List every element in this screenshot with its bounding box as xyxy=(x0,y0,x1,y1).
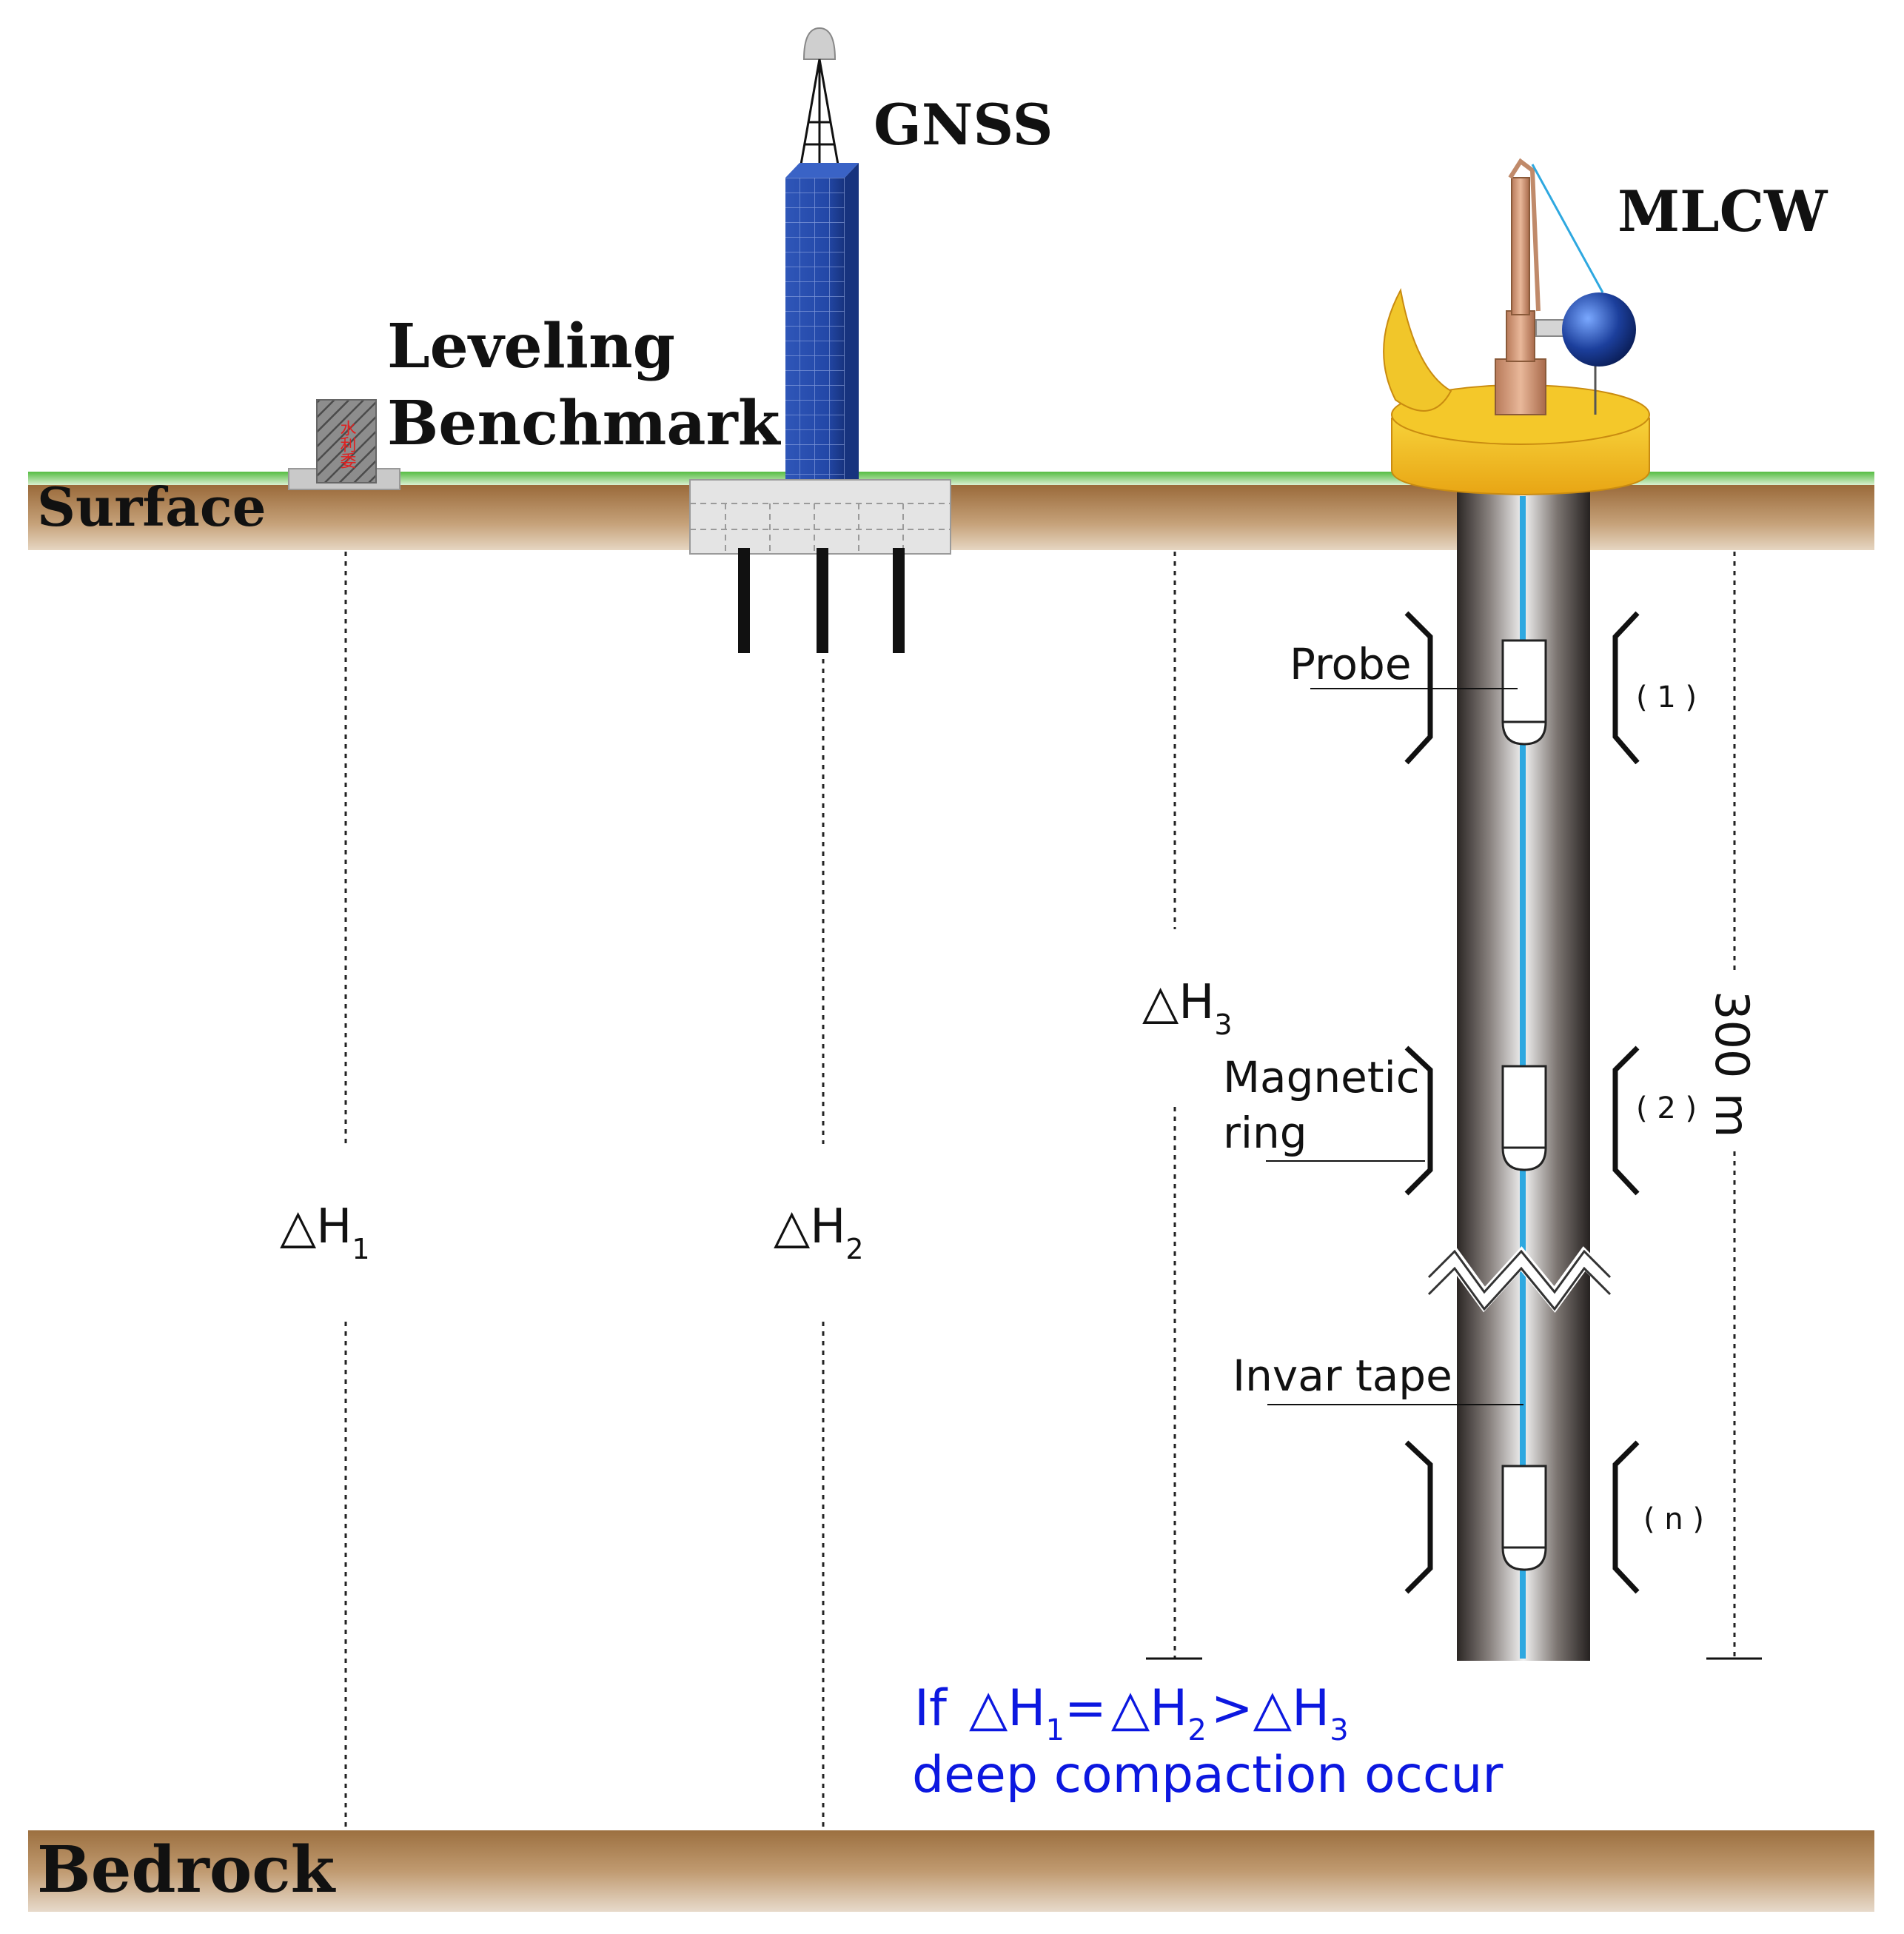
gnss-foundation xyxy=(689,479,951,555)
leveling-benchmark: 水利委 xyxy=(288,399,400,490)
gnss-mast xyxy=(800,58,839,165)
condition-line1: If△H1=△H2>△H3 xyxy=(914,1679,1349,1747)
delta-h3-label: △H3 xyxy=(1142,975,1233,1041)
pipe-break-line xyxy=(1427,1249,1612,1294)
gnss-label: GNSS xyxy=(874,92,1053,158)
condition-line2: deep compaction occur xyxy=(912,1746,1503,1804)
mlcw-well xyxy=(1383,158,1650,1661)
benchmark-glyph: 水利委 xyxy=(338,420,357,469)
sensor-arm xyxy=(1508,158,1541,312)
sensor-rod xyxy=(1511,177,1530,315)
well-lid xyxy=(1383,288,1452,412)
bedrock-label: Bedrock xyxy=(37,1833,337,1907)
gnss-pile xyxy=(893,548,905,653)
gnss-pile xyxy=(738,548,750,653)
ring-n-label: ( n ) xyxy=(1643,1502,1704,1536)
sensor-neck xyxy=(1506,310,1535,362)
gnss-tower-side xyxy=(845,163,859,503)
leveling-label-line2: Benchmark xyxy=(387,388,782,459)
pipe-break-line xyxy=(1427,1266,1612,1311)
bracket-1-right xyxy=(1612,611,1640,765)
mlcw-label: MLCW xyxy=(1618,178,1828,244)
sensor-housing xyxy=(1495,358,1546,415)
probe-n xyxy=(1501,1465,1547,1571)
leveling-label-line1: Leveling xyxy=(387,311,675,382)
bracket-n-left xyxy=(1404,1440,1433,1594)
probe-2 xyxy=(1501,1065,1547,1171)
pipe-break-mask xyxy=(1423,1246,1616,1313)
invar-tape-label: Invar tape xyxy=(1233,1351,1452,1401)
ring-brackets xyxy=(1404,611,1640,1594)
bracket-2-left xyxy=(1404,1045,1433,1196)
gnss-tower-top xyxy=(785,163,859,178)
bracket-n-right xyxy=(1612,1440,1640,1594)
probe-1 xyxy=(1501,639,1547,746)
delta-h2-label: △H2 xyxy=(774,1199,864,1265)
gnss-tower-grid xyxy=(785,178,845,503)
measurement-lines xyxy=(344,552,1736,1829)
bracket-2-right xyxy=(1612,1045,1640,1196)
sensor-wire xyxy=(1531,164,1604,293)
bedrock-strip xyxy=(28,1830,1874,1912)
leader-lines xyxy=(1266,688,1523,1405)
benchmark-pillar xyxy=(316,399,377,484)
ring-2-label: ( 2 ) xyxy=(1636,1091,1697,1125)
gnss-station xyxy=(689,27,951,653)
magnetic-ring-label-line2: ring xyxy=(1223,1108,1307,1158)
bracket-1-left xyxy=(1404,611,1433,765)
gnss-foundation-grid xyxy=(690,503,951,554)
ring-1-label: ( 1 ) xyxy=(1636,680,1697,715)
surface-label: Surface xyxy=(37,475,267,538)
bedrock-layer xyxy=(28,1830,1874,1912)
probe-label: Probe xyxy=(1290,639,1412,689)
delta-h1-label: △H1 xyxy=(280,1199,370,1265)
depth-label: 300 m xyxy=(1705,991,1759,1137)
gnss-pile xyxy=(817,548,828,653)
globe-icon xyxy=(1562,292,1636,367)
gnss-antenna-icon xyxy=(802,27,837,60)
magnetic-ring-label-line1: Magnetic xyxy=(1223,1052,1420,1102)
